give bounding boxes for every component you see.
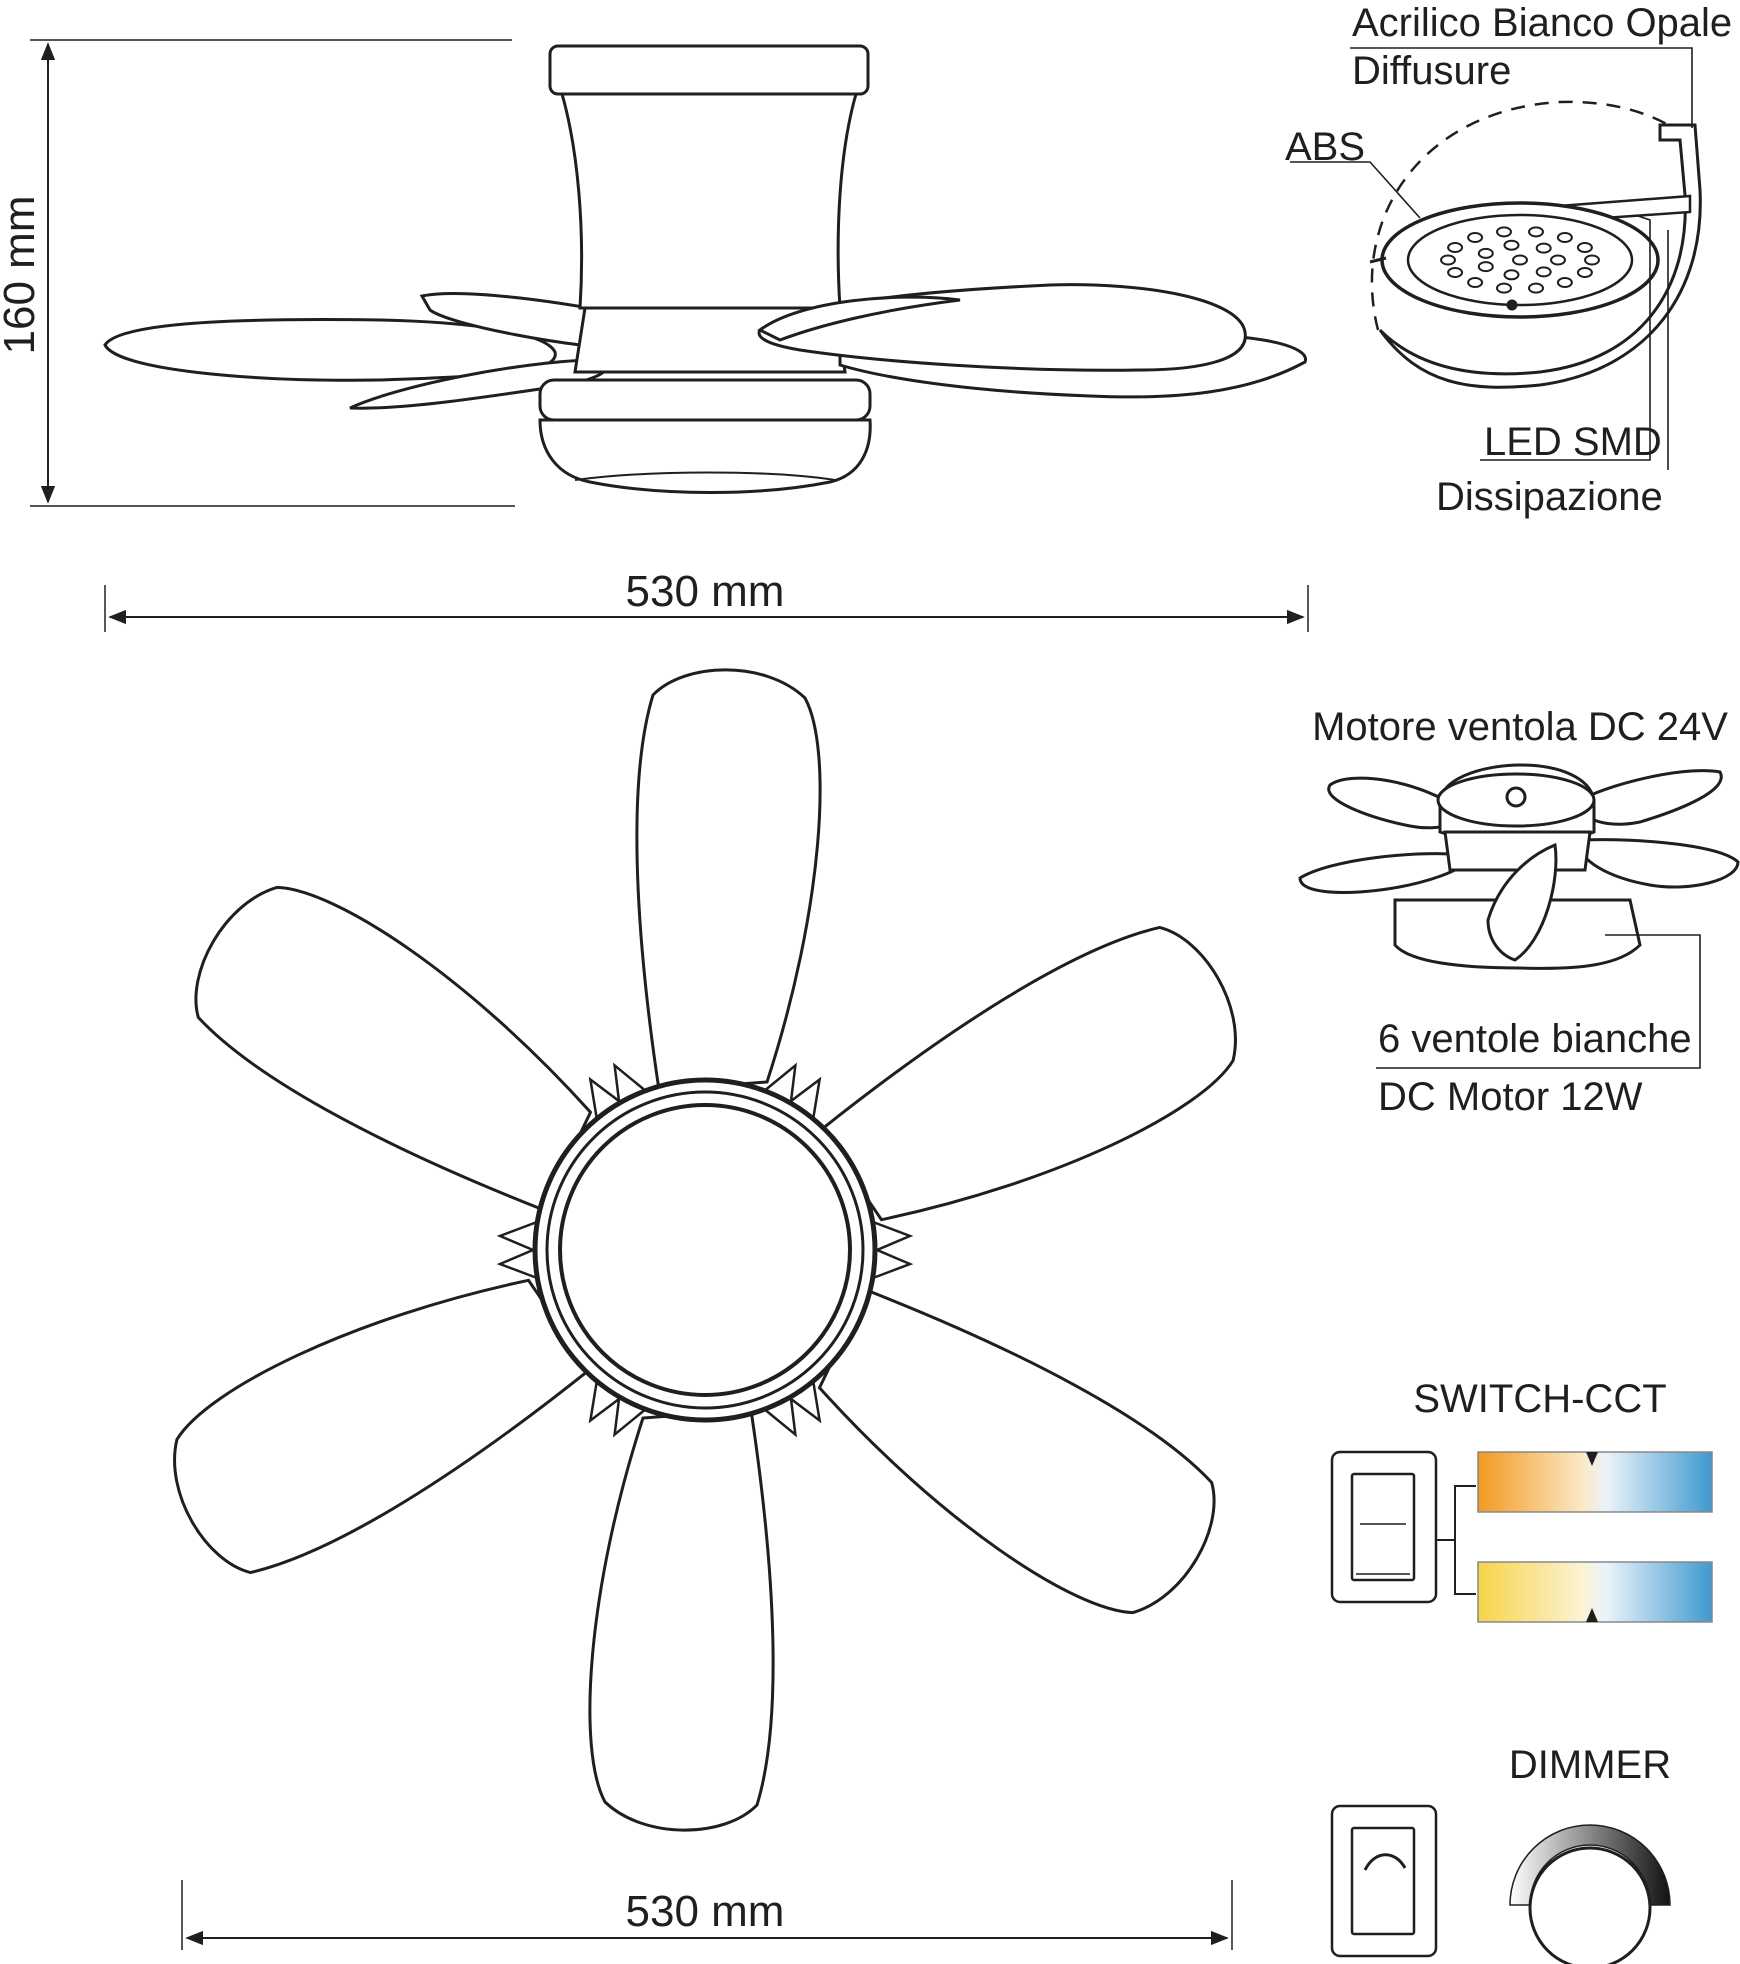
side-blade-left	[103, 318, 557, 382]
leader-motor	[1376, 934, 1701, 1069]
top-blades	[173, 668, 1237, 1832]
led-chip	[1584, 254, 1600, 266]
dimmer-knob	[1528, 1846, 1652, 1964]
dimmer	[1330, 1804, 1671, 1964]
label-acrilico: Acrilico Bianco Opale	[1352, 1, 1732, 45]
height-label: 160 mm	[0, 196, 44, 355]
led-dots	[1440, 226, 1600, 294]
led-chip	[1467, 232, 1484, 243]
hub-light	[558, 1103, 852, 1397]
switch-cct-title: SWITCH-CCT	[1413, 1377, 1666, 1421]
detail-light-section	[1290, 47, 1702, 470]
label-6-ventole: 6 ventole bianche	[1378, 1017, 1692, 1061]
label-dc-motor: DC Motor 12W	[1378, 1075, 1643, 1119]
label-diffusure: Diffusure	[1352, 49, 1511, 93]
led-chip	[1576, 242, 1593, 253]
fan-blade	[818, 925, 1237, 1222]
led-chip	[1477, 261, 1494, 273]
detail-screw	[1506, 299, 1518, 311]
led-chip	[1512, 254, 1528, 266]
motor-title: Motore ventola DC 24V	[1312, 705, 1728, 749]
cct-bar-2-marker	[1586, 1608, 1598, 1622]
top-view	[173, 668, 1237, 1832]
led-chip	[1440, 254, 1456, 266]
fan-blade	[817, 1288, 1216, 1615]
fan-blade	[588, 1408, 775, 1832]
motor-blade-right-top	[1577, 769, 1723, 826]
led-chip	[1550, 254, 1566, 266]
side-width-label: 530 mm	[626, 567, 785, 616]
fan-blade	[194, 885, 593, 1212]
led-chip	[1528, 282, 1544, 294]
leader-abs	[1290, 161, 1421, 219]
canopy-body	[560, 92, 858, 310]
dimmer-arc-symbol	[1363, 1853, 1407, 1871]
top-width-dimension	[181, 1880, 1233, 1950]
led-chip	[1528, 226, 1544, 238]
led-chip	[1496, 282, 1512, 294]
leader-acrilico	[1350, 47, 1693, 128]
detail-motor	[1298, 763, 1740, 1069]
light-diffuser	[538, 418, 872, 494]
leader-led-smd	[1480, 214, 1651, 461]
led-chip	[1496, 226, 1512, 238]
dimmer-gradient-ring	[1509, 1824, 1671, 1906]
motor-housing	[1443, 830, 1592, 872]
led-chip	[1503, 269, 1520, 281]
top-width-label: 530 mm	[626, 1887, 785, 1936]
detail-side-pin	[1369, 256, 1387, 264]
fan-blade	[173, 1278, 592, 1575]
switch-connector-2	[1454, 1540, 1476, 1595]
label-led-smd: LED SMD	[1484, 420, 1662, 464]
cct-bar-2	[1477, 1561, 1713, 1623]
motor-front-blade	[1486, 842, 1558, 962]
side-width-dimension	[104, 585, 1309, 632]
canopy-top	[548, 44, 870, 96]
side-blade-right-tip	[757, 295, 961, 342]
led-chip	[1467, 277, 1484, 288]
motor-shaft	[1505, 786, 1527, 808]
blade-mount-fin	[496, 1220, 539, 1280]
led-chip	[1503, 239, 1520, 251]
light-ring	[538, 378, 872, 422]
led-chip	[1447, 242, 1464, 253]
switch-cct	[1330, 1450, 1713, 1623]
cct-bar-1-marker	[1586, 1452, 1598, 1466]
motor-blade-left-bottom	[1298, 852, 1472, 894]
label-dissipazione: Dissipazione	[1436, 475, 1663, 519]
led-chip	[1477, 247, 1494, 259]
blade-mount-fin	[871, 1220, 914, 1280]
fan-blade	[635, 668, 822, 1092]
cct-bar-1	[1477, 1451, 1713, 1513]
switch-connector	[1436, 1485, 1476, 1541]
led-chip	[1576, 267, 1593, 278]
side-view	[30, 39, 1307, 507]
led-chip	[1447, 267, 1464, 278]
dimmer-title: DIMMER	[1509, 1743, 1671, 1787]
led-chip	[1535, 242, 1552, 254]
detail-dashed-circle	[1370, 100, 1691, 331]
dimmer-rocker	[1350, 1826, 1416, 1936]
led-chip	[1556, 232, 1573, 243]
led-chip	[1535, 266, 1552, 278]
light-diffuser-rim	[574, 471, 836, 481]
led-chip	[1556, 277, 1573, 288]
motor-blade-right-bottom	[1578, 838, 1740, 889]
label-abs: ABS	[1285, 125, 1365, 169]
switch-rocker	[1350, 1472, 1416, 1582]
